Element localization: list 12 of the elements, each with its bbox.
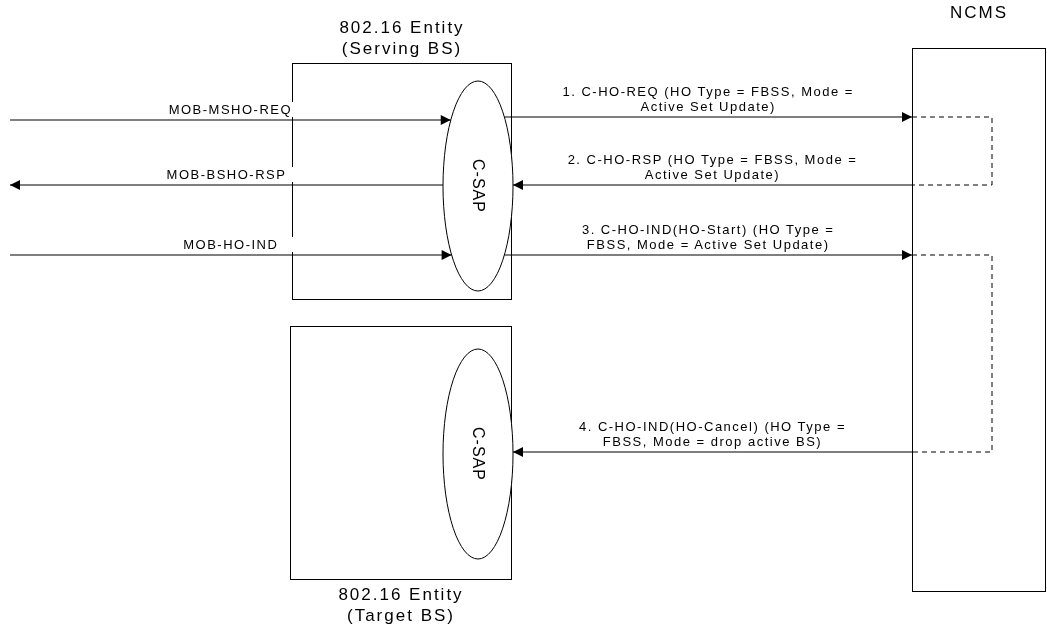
entity-heading: NCMS	[948, 2, 1010, 23]
arrow	[9, 250, 453, 260]
arrow	[512, 447, 913, 457]
arrow	[9, 180, 444, 190]
arrow	[503, 112, 913, 122]
arrow	[503, 250, 913, 260]
access-point-label: C-SAP	[469, 427, 487, 481]
entity-heading: 802.16 Entity (Target BS)	[337, 584, 465, 626]
access-point-label: C-SAP	[469, 159, 487, 213]
arrow	[512, 180, 913, 190]
arrow	[9, 115, 452, 125]
entity-heading: 802.16 Entity (Serving BS)	[338, 17, 466, 59]
